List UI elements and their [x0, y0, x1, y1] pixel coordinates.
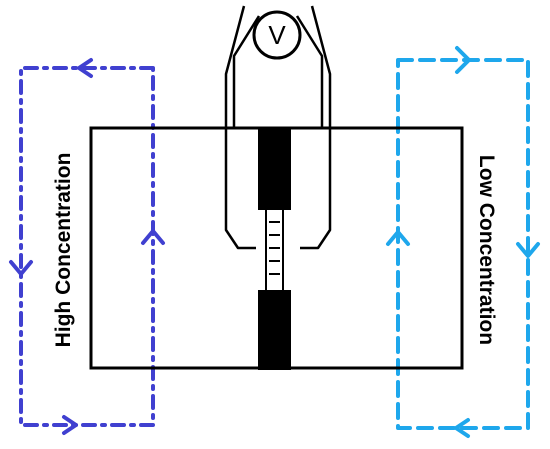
left-up-arrow-icon [141, 229, 165, 245]
voltmeter-icon: V [252, 10, 302, 60]
voltmeter-wires [224, 5, 332, 250]
right-up-arrow-icon [386, 230, 410, 246]
membrane-channel [265, 210, 284, 290]
right-bottom-arrow-icon [454, 418, 470, 438]
low-concentration-label: Low Concentration [475, 155, 498, 345]
voltmeter-label: V [268, 20, 286, 50]
right-down-arrow-icon [516, 242, 540, 258]
left-down-arrow-icon [9, 260, 33, 276]
left-loop-path [19, 66, 155, 427]
lower-electrode [258, 290, 291, 370]
left-top-arrow-icon [77, 58, 93, 78]
left-flow-loop [9, 58, 165, 435]
right-flow-loop [386, 46, 540, 438]
upper-electrode [258, 128, 291, 210]
high-concentration-label: High Concentration [52, 153, 75, 348]
left-bottom-arrow-icon [62, 415, 78, 435]
right-loop-path [396, 58, 530, 430]
right-top-arrow-icon [455, 46, 471, 74]
